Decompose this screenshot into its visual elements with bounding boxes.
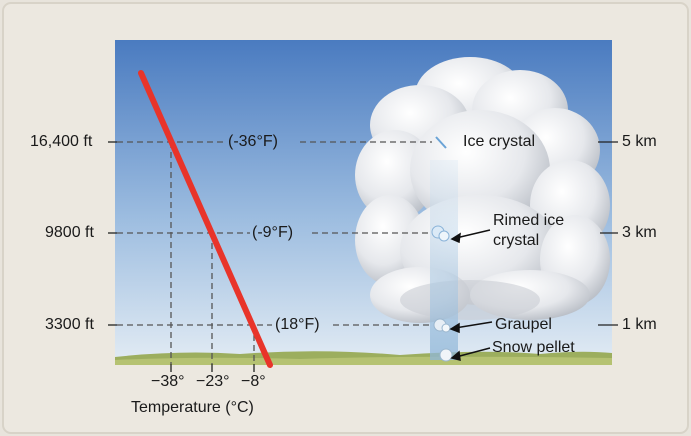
altitude-label-1km: 1 km (622, 316, 657, 333)
altitude-label-3300ft: 3300 ft (45, 316, 94, 333)
rimed-ice-crystal-icon (431, 225, 450, 242)
temp-label-minus9f: (-9°F) (252, 224, 294, 241)
temp-label-minus36f: (-36°F) (228, 133, 278, 150)
temperature-profile-line (138, 70, 273, 368)
ice-crystal-icon (435, 136, 447, 149)
altitude-label-3km: 3 km (622, 224, 657, 241)
label-snow-pellet: Snow pellet (492, 339, 575, 356)
arrow-snow-pellet (455, 347, 491, 358)
tick-minus38c: −38° (151, 373, 185, 390)
ground-highlight (115, 356, 612, 365)
tick-minus23c: −23° (196, 373, 230, 390)
arrow-rimed (455, 229, 491, 239)
temp-label-18f: (18°F) (275, 316, 320, 333)
label-rimed-ice-line1: Rimed ice (493, 212, 565, 229)
label-rimed-ice-line2: crystal (493, 232, 540, 249)
graupel-icon (433, 318, 451, 333)
left-ticks (108, 141, 117, 326)
altitude-label-9800ft: 9800 ft (45, 224, 94, 241)
x-axis-label: Temperature (°C) (131, 399, 254, 416)
altitude-label-16400ft: 16,400 ft (30, 133, 93, 150)
tick-minus8c: −8° (241, 373, 266, 390)
bottom-ticks (170, 364, 255, 372)
right-ticks (598, 141, 618, 326)
arrow-graupel (454, 321, 493, 329)
cumulonimbus-cloud (355, 57, 610, 323)
label-graupel: Graupel (495, 316, 552, 333)
temperature-guides (170, 142, 255, 364)
snow-pellet-icon (439, 348, 453, 362)
label-ice-crystal: Ice crystal (463, 133, 536, 150)
altitude-label-5km: 5 km (622, 133, 657, 150)
